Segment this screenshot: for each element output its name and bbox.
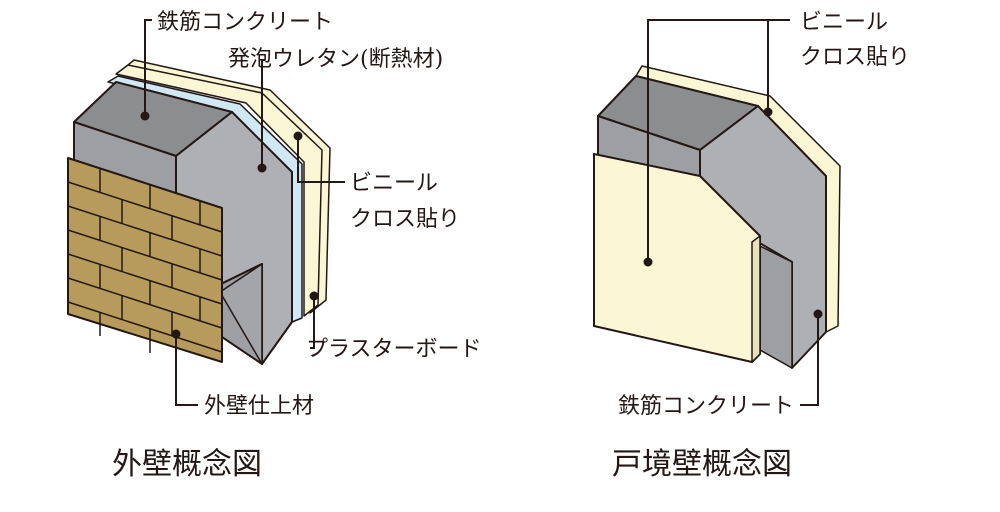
leader-plaster bbox=[309, 291, 319, 349]
leader-vinyl-exterior bbox=[293, 131, 345, 183]
label-plaster: プラスターボード bbox=[306, 337, 482, 362]
label-vinyl-partition-line2: クロス貼り bbox=[800, 45, 910, 70]
label-urethane: 発泡ウレタン(断熱材) bbox=[228, 47, 443, 72]
label-vinyl-exterior-line2: クロス貼り bbox=[350, 207, 460, 232]
brick-finish bbox=[67, 157, 223, 363]
label-vinyl-exterior-line1: ビニール bbox=[350, 171, 438, 196]
label-rc-exterior: 鉄筋コンクリート bbox=[157, 10, 333, 35]
label-vinyl-partition-line1: ビニール bbox=[800, 10, 888, 35]
leader-rc-exterior bbox=[140, 19, 152, 121]
label-rc-partition: 鉄筋コンクリート bbox=[618, 394, 794, 419]
partition-board-front bbox=[593, 153, 761, 363]
leader-rc-partition bbox=[800, 309, 823, 406]
partition-wall-illustration bbox=[593, 19, 841, 406]
caption-exterior: 外壁概念図 bbox=[112, 447, 262, 482]
caption-partition: 戸境壁概念図 bbox=[612, 447, 792, 482]
exterior-wall-illustration bbox=[67, 19, 345, 406]
plasterboard-layer bbox=[115, 59, 331, 317]
label-finish: 外壁仕上材 bbox=[204, 394, 314, 419]
leader-urethane bbox=[257, 59, 267, 173]
leader-vinyl-partition bbox=[643, 19, 790, 267]
leader-finish bbox=[171, 329, 198, 406]
